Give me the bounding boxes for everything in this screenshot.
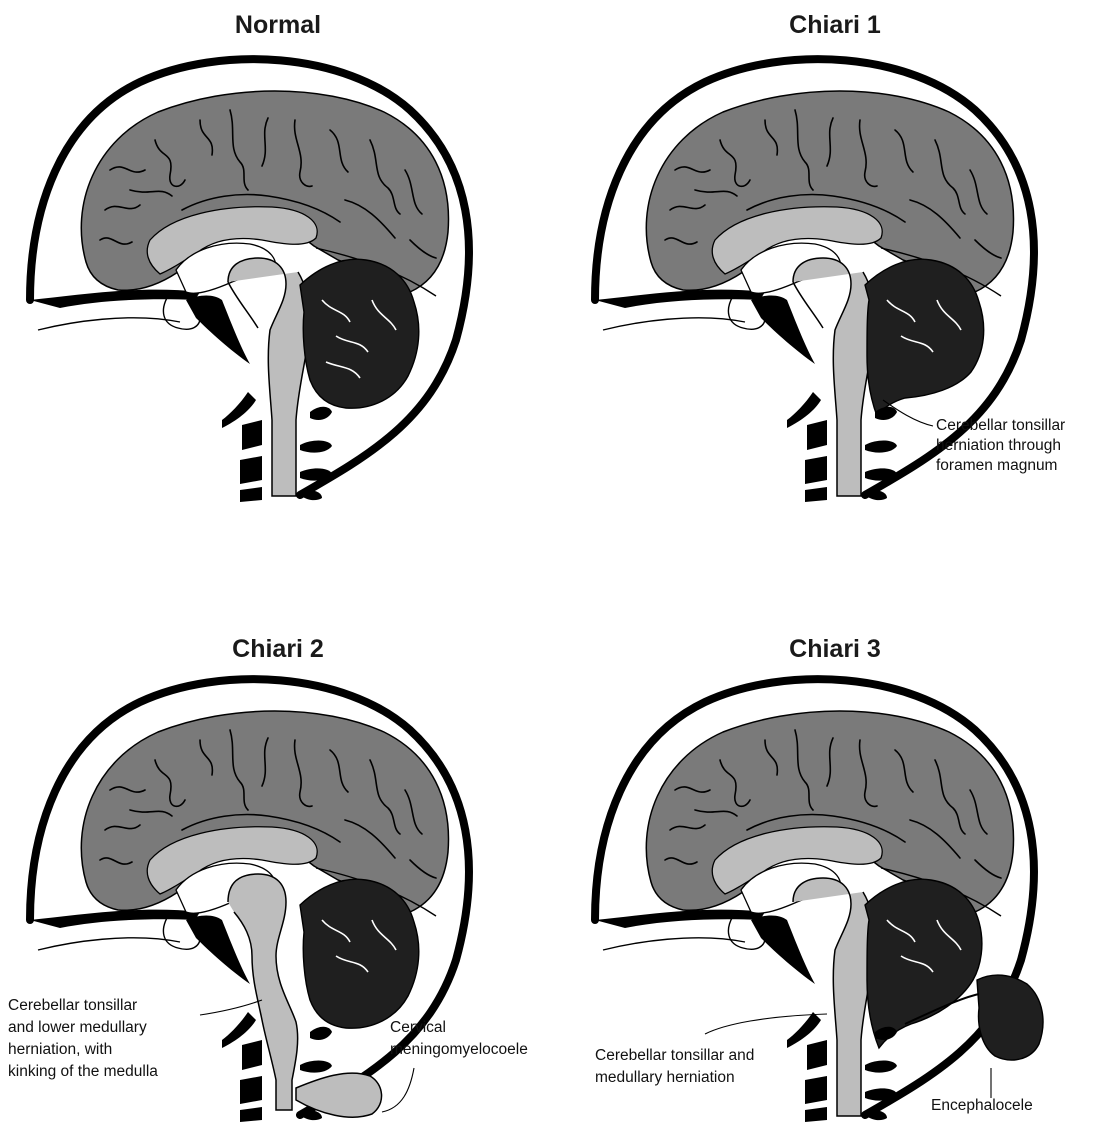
brainstem-kinked [228,874,298,1110]
panel-title-chiari-2: Chiari 2 [232,635,324,663]
label-cerebellar-tonsillar-herniation: Cerebellar tonsillar herniation through … [936,417,1070,474]
cerebellum [300,879,419,1028]
panel-normal: Normal [30,11,469,502]
label-tonsillar-medullary-herniation: Cerebellar tonsillar and lower medullary… [8,997,158,1080]
panel-chiari-1: Chiari 1 Cerebellar tonsillar herniation… [595,11,1070,502]
panel-title-chiari-3: Chiari 3 [789,635,881,663]
panel-title-chiari-1: Chiari 1 [789,11,881,39]
label-tonsillar-medullary-herniation-3: Cerebellar tonsillar and medullary herni… [595,1047,759,1086]
cerebellum-herniated [865,259,984,416]
encephalocele [977,975,1043,1060]
panel-chiari-3: Chiari 3 Cerebellar tonsillar and medull… [595,635,1043,1122]
panel-chiari-2: Chiari 2 Cerebellar tonsillar and lower … [8,635,528,1122]
cerebellum [300,259,419,408]
panel-title-normal: Normal [235,11,321,39]
label-encephalocele: Encephalocele [931,1097,1033,1114]
